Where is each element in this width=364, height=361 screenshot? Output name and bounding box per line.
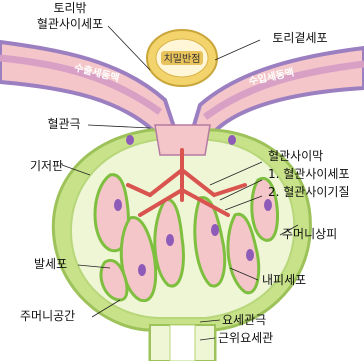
label-basement-membrane: 기저판 bbox=[30, 159, 63, 173]
label-juxtaglomerular-cell: 토리곁세포 bbox=[272, 31, 327, 45]
label-urinary-space: 주머니공간 bbox=[20, 309, 75, 323]
label-extraglomerular-mesangial: 혈관사이세포 bbox=[37, 17, 103, 31]
proximal-tubule bbox=[150, 325, 215, 361]
label-mesangium-item-1: 1. 혈관사이세포 bbox=[268, 167, 350, 181]
label-macula-densa: 치밀반점 bbox=[164, 53, 201, 65]
label-parietal-epithelium: 주머니상피 bbox=[282, 227, 337, 241]
label-vascular-pole: 혈관극 bbox=[47, 117, 80, 131]
label-podocyte: 발세포 bbox=[34, 257, 67, 271]
label-endothelial-cell: 내피세포 bbox=[262, 273, 306, 287]
label-mesangium-title: 혈관사이막 bbox=[268, 149, 323, 163]
label-urinary-pole: 요세관극 bbox=[222, 313, 266, 327]
label-peritubular: 토리밖 bbox=[53, 1, 86, 15]
label-mesangium-item-2: 2. 혈관사이기질 bbox=[268, 185, 350, 199]
label-proximal-tubule: 근위요세관 bbox=[218, 331, 273, 345]
